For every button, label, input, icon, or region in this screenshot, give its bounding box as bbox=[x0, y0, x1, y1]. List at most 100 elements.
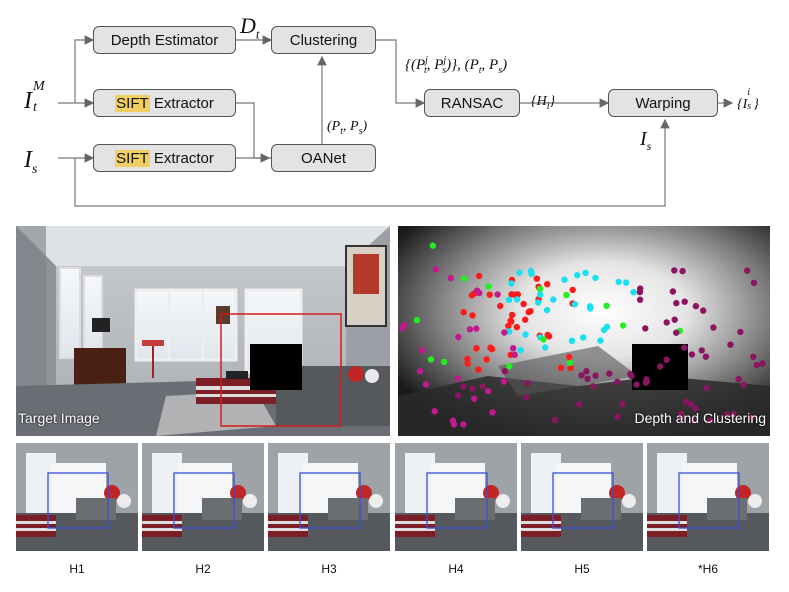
cluster-point bbox=[489, 409, 496, 416]
cluster-point bbox=[454, 375, 461, 382]
cluster-point bbox=[508, 280, 515, 287]
cluster-point bbox=[637, 285, 644, 292]
cluster-point bbox=[590, 383, 597, 390]
cluster-point bbox=[551, 416, 559, 424]
input-source-label: Is bbox=[24, 147, 38, 177]
cluster-point bbox=[580, 334, 587, 341]
cluster-point bbox=[569, 286, 576, 294]
cluster-point bbox=[486, 291, 493, 298]
cluster-point bbox=[473, 325, 480, 332]
cluster-point bbox=[418, 347, 426, 354]
cluster-point bbox=[464, 355, 471, 363]
cluster-point bbox=[471, 395, 478, 402]
cluster-point bbox=[750, 353, 757, 361]
depth-clustering-label: Depth and Clustering bbox=[634, 410, 766, 426]
homography-label: H1 bbox=[69, 562, 85, 576]
cluster-point bbox=[566, 359, 574, 366]
cluster-point bbox=[622, 279, 630, 286]
cluster-point bbox=[582, 269, 589, 277]
cluster-point bbox=[485, 283, 492, 290]
cluster-point bbox=[642, 325, 649, 332]
homography-label: H5 bbox=[574, 562, 590, 576]
cluster-point bbox=[643, 376, 650, 383]
cluster-point bbox=[513, 296, 521, 303]
is-label: Is bbox=[640, 128, 652, 153]
cluster-point bbox=[619, 400, 626, 408]
cluster-point bbox=[563, 291, 570, 299]
cluster-point bbox=[703, 385, 710, 392]
cluster-point bbox=[681, 298, 688, 305]
cluster-point bbox=[536, 285, 544, 292]
cluster-point bbox=[663, 356, 670, 363]
cluster-point bbox=[416, 368, 424, 375]
cluster-point bbox=[702, 353, 710, 360]
homography-thumbnail bbox=[16, 443, 138, 551]
red-roi-box bbox=[220, 313, 342, 427]
cluster-point bbox=[710, 324, 717, 331]
warping-box: Warping bbox=[608, 89, 718, 117]
cluster-point bbox=[537, 291, 544, 298]
homography-label: H3 bbox=[321, 562, 337, 576]
cluster-point bbox=[727, 341, 734, 348]
cluster-point bbox=[679, 267, 686, 275]
cluster-point bbox=[550, 296, 557, 303]
cluster-point bbox=[677, 410, 685, 417]
cluster-point bbox=[688, 351, 696, 358]
pipeline-arrows bbox=[58, 35, 734, 207]
cluster-point bbox=[633, 381, 640, 388]
cluster-point bbox=[494, 291, 501, 298]
cluster-point bbox=[479, 383, 486, 390]
sift-highlight: SIFT bbox=[115, 149, 150, 167]
homographies-label: {Hi} bbox=[531, 94, 556, 112]
cluster-point bbox=[707, 417, 714, 424]
cluster-point bbox=[630, 289, 637, 296]
homography-label: *H6 bbox=[697, 562, 718, 576]
clustering-label: Clustering bbox=[289, 31, 358, 49]
cluster-point bbox=[673, 329, 680, 336]
cluster-point bbox=[475, 272, 483, 280]
cluster-point bbox=[568, 337, 576, 344]
homography-label: H4 bbox=[448, 562, 464, 576]
clustering-box: Clustering bbox=[271, 26, 376, 54]
cluster-point bbox=[750, 279, 758, 286]
homography-thumbnail bbox=[142, 443, 264, 551]
cluster-point bbox=[464, 360, 471, 367]
cluster-point bbox=[527, 308, 534, 315]
cluster-point bbox=[749, 414, 756, 421]
cluster-point bbox=[484, 388, 492, 395]
cluster-point bbox=[671, 316, 678, 323]
cluster-point bbox=[557, 364, 565, 371]
cluster-point bbox=[460, 275, 468, 282]
ransac-label: RANSAC bbox=[440, 94, 504, 112]
cluster-point bbox=[469, 385, 476, 392]
cluster-point bbox=[540, 336, 547, 343]
cluster-point bbox=[567, 364, 574, 372]
cluster-point bbox=[671, 267, 678, 274]
oanet-box: OANet bbox=[271, 144, 376, 172]
cluster-point bbox=[753, 361, 760, 369]
cluster-points bbox=[399, 242, 766, 428]
cluster-point bbox=[508, 311, 516, 319]
cluster-point bbox=[511, 351, 518, 358]
cluster-point bbox=[399, 325, 406, 332]
cluster-point bbox=[566, 353, 573, 361]
sift-extractor-target-box: SIFT Extractor bbox=[93, 89, 236, 117]
cluster-point bbox=[657, 363, 664, 370]
cluster-point bbox=[575, 401, 583, 408]
cluster-point bbox=[513, 323, 520, 331]
cluster-point bbox=[698, 347, 705, 354]
cluster-point bbox=[571, 301, 579, 308]
cluster-point bbox=[723, 411, 731, 418]
cluster-point bbox=[735, 376, 742, 383]
cluster-point bbox=[466, 326, 474, 333]
homography-label: H2 bbox=[195, 562, 211, 576]
cluster-point bbox=[487, 344, 494, 351]
cluster-point bbox=[497, 302, 504, 310]
target-image-label: Target Image bbox=[18, 410, 100, 426]
cluster-point bbox=[524, 380, 531, 387]
cluster-point bbox=[597, 337, 604, 344]
cluster-point bbox=[615, 278, 622, 286]
cluster-point bbox=[511, 291, 518, 298]
